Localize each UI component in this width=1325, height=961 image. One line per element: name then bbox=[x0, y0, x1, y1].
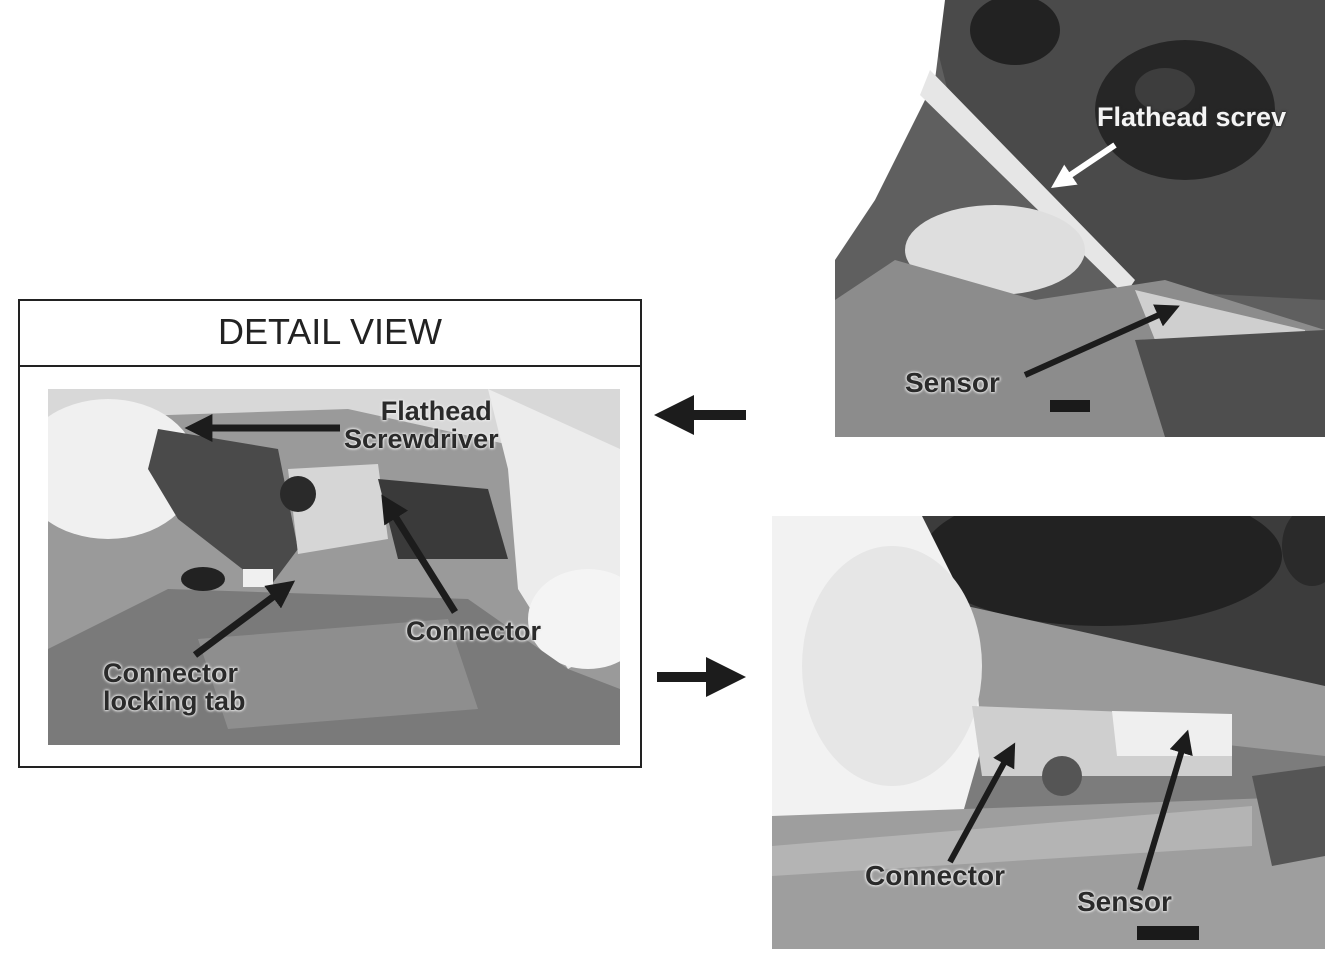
detail-locking-tab-label: Connector locking tab bbox=[103, 659, 246, 716]
top-flathead-label: Flathead screv bbox=[1097, 102, 1287, 132]
detail-view-box: DETAIL VIEW Flathead Screwdriver Connect… bbox=[18, 299, 642, 768]
detail-locking-tab-line2: locking tab bbox=[103, 686, 246, 717]
top-sensor-label: Sensor bbox=[905, 367, 1000, 398]
detail-flathead-line2: Screwdriver bbox=[344, 424, 499, 455]
detail-photo-image bbox=[48, 389, 620, 745]
detail-locking-tab-line1: Connector bbox=[103, 658, 238, 688]
detail-flathead-line1: Flathead bbox=[380, 396, 492, 426]
detail-flathead-label: Flathead Screwdriver bbox=[344, 397, 499, 454]
detail-photo: Flathead Screwdriver Connector Connector… bbox=[48, 389, 620, 745]
bottom-photo: Connector Sensor bbox=[772, 516, 1325, 949]
bottom-photo-image bbox=[772, 516, 1325, 949]
bottom-connector-label: Connector bbox=[865, 860, 1005, 891]
top-photo: Flathead screv Sensor bbox=[835, 0, 1325, 437]
detail-view-title: DETAIL VIEW bbox=[20, 301, 640, 367]
detail-connector-label: Connector bbox=[406, 616, 541, 646]
bottom-sensor-label: Sensor bbox=[1077, 886, 1172, 917]
